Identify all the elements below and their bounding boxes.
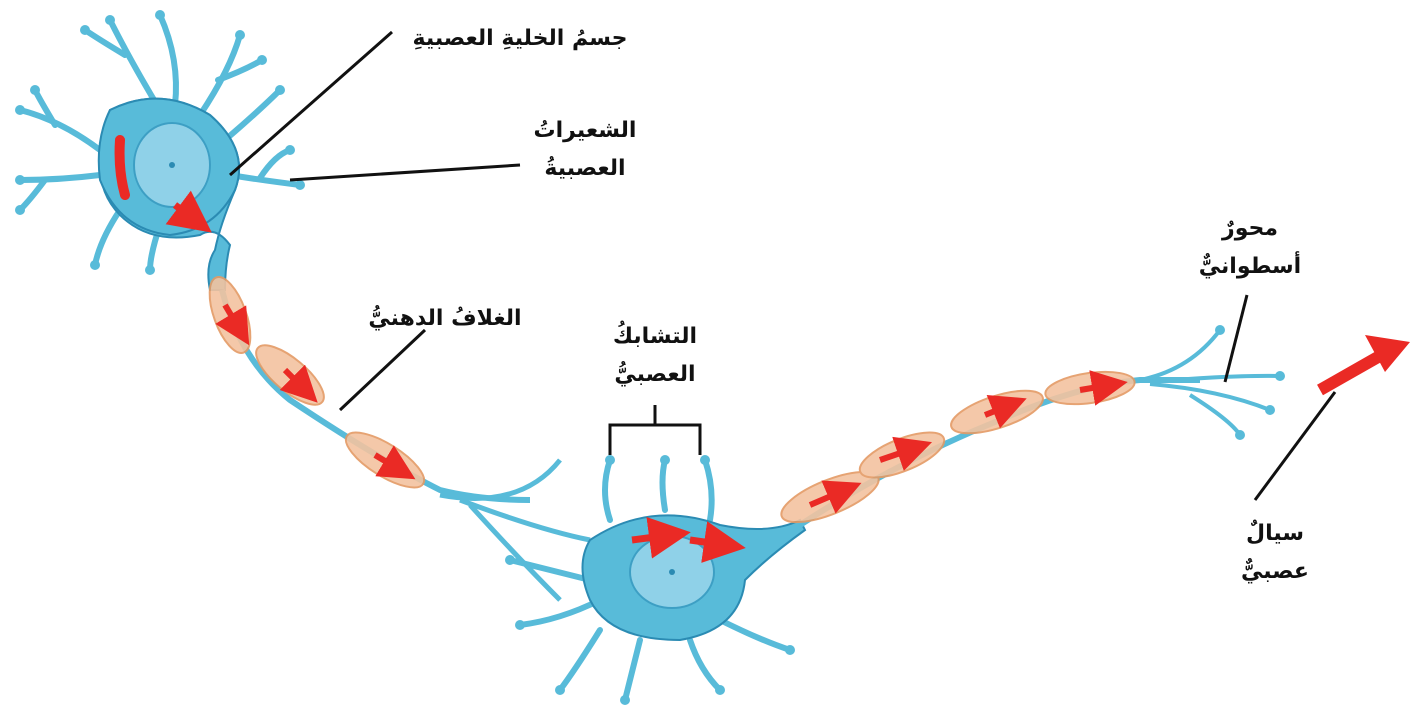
- cell-body-label: جسمُ الخليةِ العصبيةِ: [400, 20, 640, 58]
- synapse-label-line1: التشابكُ: [595, 318, 715, 356]
- impulse-label-line1: سيالٌ: [1225, 515, 1325, 553]
- myelin-label: الغلافُ الدهنيُّ: [350, 300, 540, 338]
- first-neuron: [15, 10, 305, 290]
- synapse-bracket: [610, 405, 700, 455]
- dendrites-label-line2: العصبيةُ: [520, 150, 650, 188]
- axon-label-line1: محورٌ: [1180, 210, 1320, 248]
- second-neuron: [505, 455, 805, 705]
- second-axon: [775, 325, 1285, 532]
- dendrites-label: الشعيراتُ العصبيةُ: [520, 112, 650, 188]
- axon-endings: [1140, 330, 1280, 435]
- impulse-label-line2: عصبيٌّ: [1225, 553, 1325, 591]
- synapse-label: التشابكُ العصبيُّ: [595, 318, 715, 394]
- myelin-label-text: الغلافُ الدهنيُّ: [350, 300, 540, 338]
- red-arrow-icon: [1320, 335, 1410, 390]
- axon-terminal-branches: [440, 460, 590, 600]
- axon-label-line2: أسطوانيٌّ: [1180, 248, 1320, 286]
- impulse-label: سيالٌ عصبيٌّ: [1225, 515, 1325, 591]
- cell-body-label-text: جسمُ الخليةِ العصبيةِ: [400, 20, 640, 58]
- pointer-lines: [230, 32, 1335, 500]
- axon-label: محورٌ أسطوانيٌّ: [1180, 210, 1320, 286]
- synapse-label-line2: العصبيُّ: [595, 356, 715, 394]
- dendrites-label-line1: الشعيراتُ: [520, 112, 650, 150]
